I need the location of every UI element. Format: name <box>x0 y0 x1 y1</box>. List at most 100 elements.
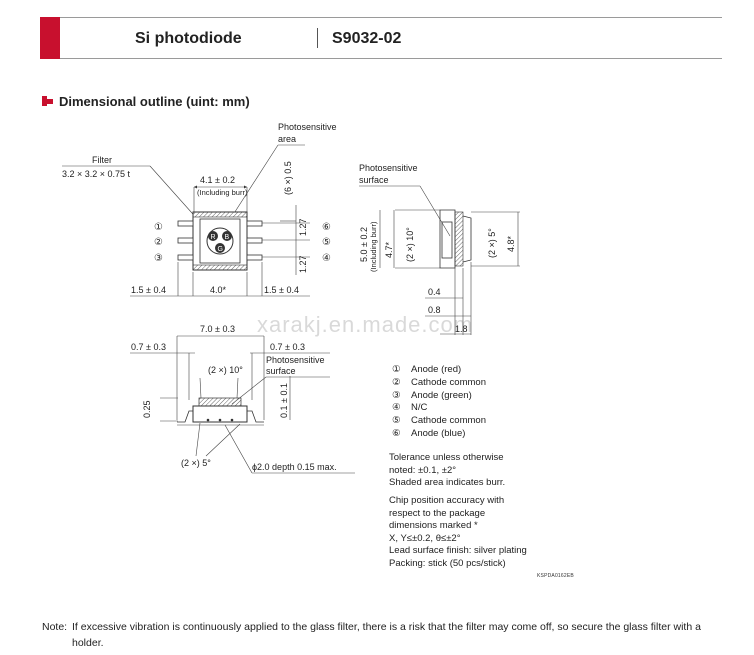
right-side-view: Photosensitive surface 5.0 ± 0.2 (Includ… <box>359 163 520 335</box>
filter-size: 3.2 × 3.2 × 0.75 t <box>62 169 131 179</box>
note-label: Note: <box>42 621 68 633</box>
legend-num-1: ① <box>392 364 401 375</box>
pin-label-2: ② <box>154 237 163 248</box>
chip-letter-g: G <box>218 246 223 253</box>
chip-b-dot <box>222 231 232 241</box>
tolerance-block: Tolerance unless otherwise noted: ±0.1, … <box>389 452 505 490</box>
pitch-upper: 1.27 <box>298 218 308 236</box>
depth-leader <box>224 424 253 474</box>
pin-label-3: ③ <box>154 253 163 264</box>
header-separator <box>317 28 318 48</box>
chip-letter-r: R <box>211 234 216 241</box>
chip-line-3: dimensions marked * <box>389 520 478 531</box>
legend-label-4: N/C <box>411 402 428 413</box>
angle-10-bottom: (2 ×) 10° <box>208 365 243 375</box>
dim-6x05: (6 ×) 0.5 <box>283 161 293 195</box>
document-code: KSPDA0162EB <box>537 573 574 579</box>
note-text: If excessive vibration is continuously a… <box>72 621 701 649</box>
angle-5-side: (2 ×) 5° <box>487 228 497 258</box>
angle-5-bottom: (2 ×) 5° <box>181 458 211 468</box>
tolerance-line-2: noted: ±0.1, ±2° <box>389 464 457 476</box>
width-dim: 4.1 ± 0.2 <box>200 175 235 185</box>
legend-label-3: Anode (green) <box>411 390 472 401</box>
ps-surface-label-1: Photosensitive <box>359 163 418 173</box>
side-chip <box>441 221 453 259</box>
angle-5-leader-b <box>205 423 241 457</box>
chip-r-dot <box>208 231 218 241</box>
finish-note: Lead surface finish: silver plating <box>389 545 527 556</box>
top-view: Filter 3.2 × 3.2 × 0.75 t Photosensitive… <box>62 122 337 297</box>
bottom-lead-left <box>177 410 193 423</box>
lead-2 <box>177 237 194 244</box>
burr-bottom <box>192 264 248 271</box>
watermark: xarakj.en.made.com <box>257 312 474 337</box>
legend-num-6: ⑥ <box>392 428 401 439</box>
side-lead <box>462 215 472 263</box>
angle-10-leader-b <box>236 377 239 399</box>
side-burr <box>454 211 464 267</box>
chip-line-2: respect to the package <box>389 507 486 519</box>
footer-note: Note: If excessive vibration is continuo… <box>42 619 722 651</box>
lead-right-dim-bottom: 0.7 ± 0.3 <box>270 342 305 352</box>
body-width-dim: 4.0* <box>210 285 227 295</box>
dim-08: 0.8 <box>428 305 441 315</box>
pin-label-6: ⑥ <box>322 222 331 233</box>
dim-025: 0.25 <box>142 400 152 418</box>
bottom-side-view: 7.0 ± 0.3 0.7 ± 0.3 0.7 ± 0.3 Photosensi… <box>130 324 355 474</box>
ps-surface-bottom-1: Photosensitive <box>266 355 325 365</box>
legend-label-6: Anode (blue) <box>411 428 465 439</box>
lead-1 <box>177 220 194 227</box>
legend-label-2: Cathode common <box>411 377 486 388</box>
bottom-dot-3 <box>230 418 234 422</box>
photosensitive-area-label-2: area <box>278 134 296 144</box>
pin-label-1: ① <box>154 222 163 233</box>
lead-right-dim: 1.5 ± 0.4 <box>264 285 299 295</box>
legend-num-4: ④ <box>392 402 401 413</box>
ps-surface-bottom-2: surface <box>266 366 296 376</box>
legend-num-2: ② <box>392 377 401 388</box>
filter-outline <box>199 218 241 264</box>
angle-10-side: (2 ×) 10° <box>405 227 415 262</box>
header-red-tab <box>40 17 60 59</box>
shaded-area-note: Shaded area indicates burr. <box>389 477 506 488</box>
pin-legend: ① Anode (red) ② Cathode common ③ Anode (… <box>392 364 486 439</box>
ps-surface-leader <box>419 185 451 237</box>
lead-3 <box>177 254 194 261</box>
section-title-text: Dimensional outline (uint: mm) <box>59 94 250 109</box>
depth-note: ϕ2.0 depth 0.15 max. <box>252 462 337 472</box>
filter-leader <box>149 165 201 223</box>
section-title: Dimensional outline (uint: mm) <box>42 94 250 109</box>
pin-label-5: ⑤ <box>322 237 331 248</box>
chip-g-dot <box>215 243 225 253</box>
product-name: Si photodiode <box>135 30 242 47</box>
height-48: 4.8* <box>506 235 516 252</box>
dim-01: 0.1 ± 0.1 <box>279 383 289 418</box>
dim-18: 1.8 <box>455 324 468 334</box>
packing-note: Packing: stick (50 pcs/stick) <box>389 557 506 569</box>
chip-line-4: X, Y≤±0.2, θ≤±2° <box>389 532 461 544</box>
bottom-body <box>192 405 248 423</box>
filter-label: Filter <box>92 155 112 165</box>
tolerance-line-1: Tolerance unless otherwise <box>389 452 504 463</box>
overall-width-dim: 7.0 ± 0.3 <box>200 324 235 334</box>
header-rule-bottom <box>60 58 722 59</box>
chip-line-1: Chip position accuracy with <box>389 495 505 506</box>
ps-surface-label-2: surface <box>359 175 389 185</box>
dim-04: 0.4 <box>428 287 441 297</box>
legend-num-3: ③ <box>392 390 401 401</box>
angle-5-leader-a <box>195 422 201 457</box>
including-burr-top: (Including burr) <box>197 188 248 197</box>
bottom-burr <box>198 397 242 407</box>
height-dim: 5.0 ± 0.2 <box>359 227 369 262</box>
lead-left-dim: 1.5 ± 0.4 <box>131 285 166 295</box>
photosensitive-area-label-1: Photosensitive <box>278 122 337 132</box>
height-47: 4.7* <box>384 241 394 258</box>
including-burr-side: (Including burr) <box>369 221 378 272</box>
legend-label-5: Cathode common <box>411 415 486 426</box>
lead-left-dim-bottom: 0.7 ± 0.3 <box>131 342 166 352</box>
legend-num-5: ⑤ <box>392 415 401 426</box>
bottom-dot-2 <box>218 418 222 422</box>
angle-10-leader-a <box>199 377 202 399</box>
header-rule-top <box>60 17 722 18</box>
